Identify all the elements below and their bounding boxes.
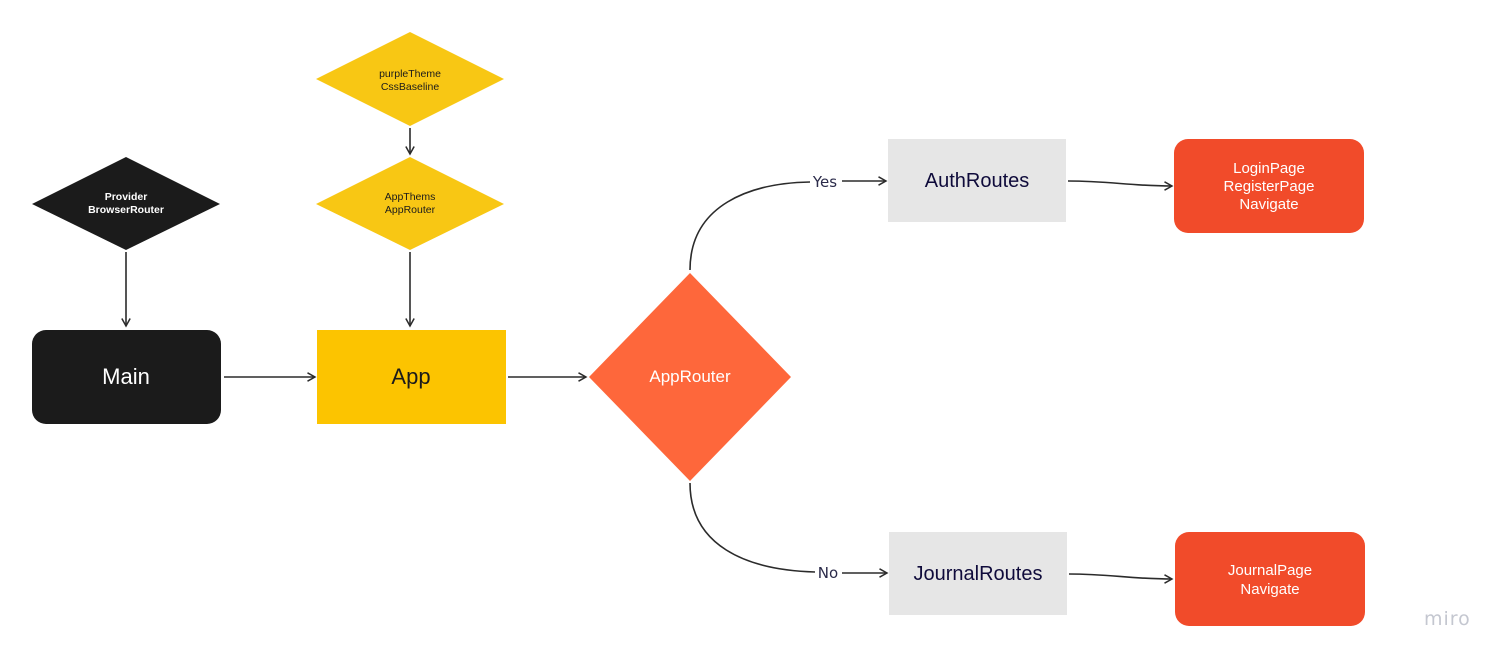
appthems-diamond-line2: AppRouter [385, 204, 436, 216]
approuter-decision-label: AppRouter [649, 367, 731, 386]
provider-diamond-line1: Provider [105, 191, 148, 203]
appthems-diamond-shape [316, 157, 504, 250]
edge-label-yes: Yes [812, 173, 837, 191]
auth-pages-line1: LoginPage [1233, 160, 1305, 177]
authroutes-node[interactable]: AuthRoutes [888, 139, 1066, 222]
theme-diamond[interactable]: purpleTheme CssBaseline [316, 32, 504, 126]
theme-diamond-line1: purpleTheme [379, 68, 441, 80]
theme-diamond-line2: CssBaseline [381, 81, 440, 93]
journalroutes-node-shape [889, 532, 1067, 615]
auth-pages-line3: Navigate [1239, 196, 1298, 213]
edge-approuter-to-authroutes [689, 181, 811, 271]
journalroutes-node[interactable]: JournalRoutes [889, 532, 1067, 615]
provider-diamond[interactable]: Provider BrowserRouter [32, 157, 220, 250]
edge-label-no: No [818, 564, 838, 582]
main-node-label: Main [102, 364, 150, 389]
edges [121, 128, 1174, 584]
approuter-decision[interactable]: AppRouter [589, 273, 791, 481]
authroutes-node-label: AuthRoutes [925, 170, 1030, 192]
theme-diamond-shape [316, 32, 504, 126]
provider-diamond-shape [32, 157, 220, 250]
journal-pages-node[interactable]: JournalPage Navigate [1175, 532, 1365, 626]
miro-watermark: miro [1424, 608, 1471, 630]
auth-pages-node-shape [1174, 139, 1364, 233]
app-node-shape [317, 330, 506, 424]
approuter-decision-shape [589, 273, 791, 481]
edge-approuter-to-journalroutes [689, 482, 816, 573]
edge-journalroutes-to-pages [1068, 573, 1174, 584]
appthems-diamond-line1: AppThems [385, 191, 436, 203]
main-node-shape [32, 330, 221, 424]
auth-pages-line2: RegisterPage [1224, 178, 1315, 195]
edge-authroutes-to-pages [1067, 180, 1174, 191]
journal-pages-line2: Navigate [1240, 581, 1299, 598]
auth-pages-node[interactable]: LoginPage RegisterPage Navigate [1174, 139, 1364, 233]
provider-diamond-line2: BrowserRouter [88, 204, 164, 216]
journal-pages-line1: JournalPage [1228, 562, 1312, 579]
main-node[interactable]: Main [32, 330, 221, 424]
authroutes-node-shape [888, 139, 1066, 222]
app-node-label: App [391, 364, 430, 389]
journalroutes-node-label: JournalRoutes [914, 563, 1043, 585]
appthems-diamond[interactable]: AppThems AppRouter [316, 157, 504, 250]
app-node[interactable]: App [317, 330, 506, 424]
journal-pages-node-shape [1175, 532, 1365, 626]
